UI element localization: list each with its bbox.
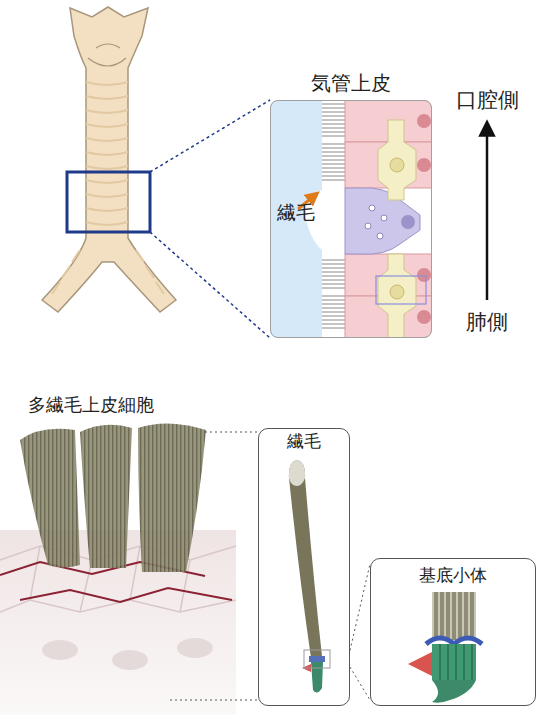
direction-label: 肺側 bbox=[466, 310, 508, 335]
granule bbox=[369, 205, 375, 211]
epithelium-illustration bbox=[270, 100, 432, 338]
zoom-line bbox=[170, 700, 258, 701]
cell-border-highlight bbox=[20, 588, 232, 602]
zoom-connector bbox=[350, 667, 370, 700]
cilium-tip bbox=[289, 460, 305, 486]
zoom-connector bbox=[350, 564, 370, 650]
nucleus bbox=[417, 268, 431, 282]
triplet-microtubules bbox=[432, 644, 476, 680]
basal-body-panel: 基底小体 bbox=[370, 558, 536, 706]
larynx-line bbox=[88, 58, 126, 66]
cartilage-rings bbox=[86, 82, 128, 225]
nucleus bbox=[112, 650, 148, 670]
rootlet bbox=[432, 680, 476, 703]
cilium-shaft bbox=[289, 460, 322, 658]
basal-cell bbox=[378, 120, 416, 200]
nucleus bbox=[401, 215, 415, 229]
multiciliated-cell-illustration bbox=[0, 423, 258, 715]
granule bbox=[365, 223, 371, 229]
cell-label: 多繊毛上皮細胞 bbox=[28, 394, 154, 416]
nucleus bbox=[417, 310, 431, 324]
epithelium-panel: 気管上皮繊毛 bbox=[270, 100, 432, 338]
part-label: 繊毛 bbox=[277, 201, 315, 224]
mucus-layer bbox=[270, 100, 322, 338]
direction-label: 口腔側 bbox=[456, 88, 519, 113]
trachea-body bbox=[42, 7, 176, 312]
panel-heading: 基底小体 bbox=[371, 565, 535, 585]
larynx-line bbox=[96, 44, 120, 48]
zoom-line bbox=[150, 100, 270, 172]
basal-foot bbox=[408, 652, 432, 676]
nucleus bbox=[417, 114, 431, 128]
goblet-cell bbox=[345, 188, 420, 255]
nucleus bbox=[390, 158, 404, 172]
basal-cell bbox=[378, 254, 416, 338]
zoom-box bbox=[304, 650, 330, 668]
cilium-panel: 繊毛 bbox=[258, 428, 350, 706]
cilia-tuft bbox=[138, 423, 206, 572]
trachea bbox=[42, 7, 270, 338]
transition-fibers bbox=[426, 638, 482, 644]
granule bbox=[381, 215, 387, 221]
panel-heading: 繊毛 bbox=[259, 431, 349, 451]
zoom-line bbox=[205, 432, 258, 433]
triplet-lines bbox=[440, 644, 472, 680]
cilia-tuft bbox=[80, 425, 132, 568]
basal-body-illustration bbox=[408, 592, 482, 703]
bronchus-rings bbox=[52, 250, 164, 294]
cilium-illustration bbox=[289, 460, 330, 693]
axoneme bbox=[432, 592, 476, 640]
panel-heading: 気管上皮 bbox=[271, 71, 431, 95]
cilia-tuft bbox=[20, 429, 80, 568]
zoom-box bbox=[67, 172, 150, 232]
cilia-lines bbox=[322, 104, 345, 328]
basal-body bbox=[311, 662, 323, 693]
highlight-box bbox=[376, 276, 426, 304]
nucleus bbox=[42, 640, 78, 660]
direction-arrow bbox=[486, 128, 489, 300]
nucleus bbox=[177, 638, 213, 658]
transition-zone bbox=[309, 656, 325, 662]
zoom-line bbox=[150, 232, 270, 338]
granule bbox=[377, 233, 383, 239]
nucleus bbox=[417, 158, 431, 172]
nucleus bbox=[390, 285, 404, 299]
